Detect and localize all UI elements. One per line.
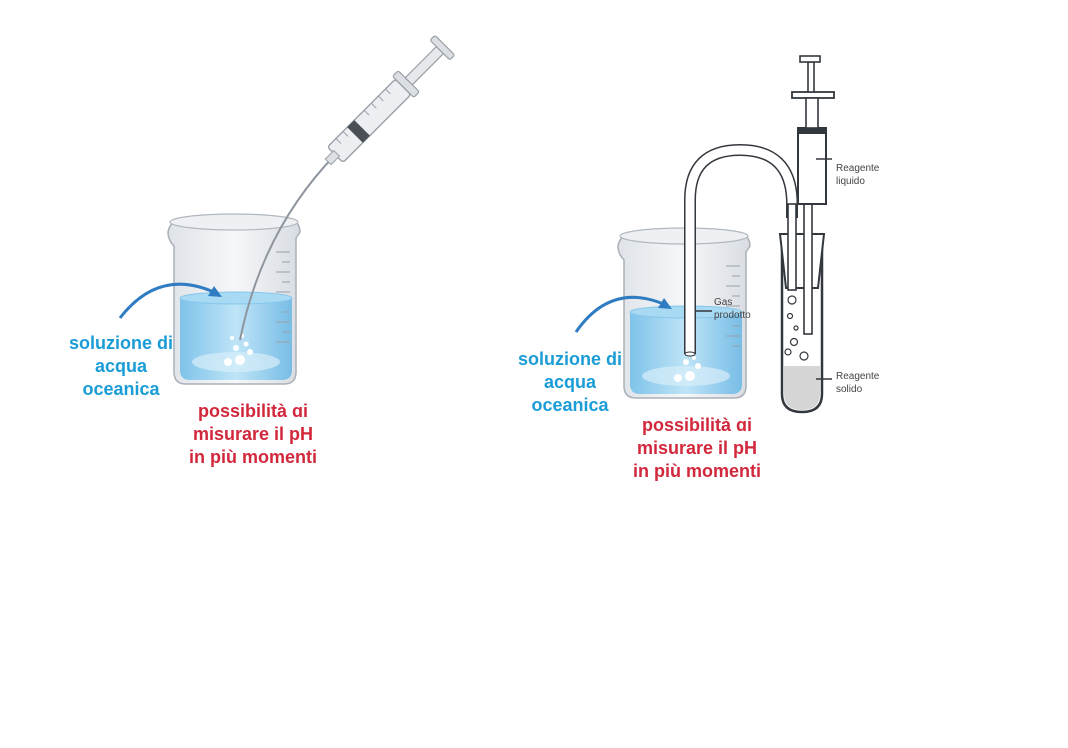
vertical-syringe [791, 55, 835, 205]
right-arrow [574, 295, 672, 333]
label-pointers [696, 158, 832, 380]
left-arrow [118, 282, 222, 319]
left-measure-label: possibilità ɑi misurare il pH in più mom… [189, 401, 317, 467]
left-solution-label: soluzione di acqua oceanica [68, 333, 173, 399]
right-beaker-graduations [726, 265, 740, 347]
left-beaker-graduations [276, 251, 290, 343]
left-water [179, 291, 293, 380]
right-measure-label: possibilità ɑi misurare il pH in più mom… [633, 415, 761, 481]
right-bubbles [674, 356, 701, 382]
gas-produced-label: Gas prodotto [714, 297, 751, 321]
solid-reagent-label: Reagente solido [836, 371, 880, 395]
right-solution-label: soluzione di acqua oceanica [517, 349, 622, 415]
test-tube [778, 203, 826, 414]
left-syringe [239, 35, 455, 341]
left-bubbles [224, 334, 253, 366]
liquid-reagent-label: Reagente liquido [836, 163, 880, 187]
gas-delivery-tube [684, 143, 798, 357]
